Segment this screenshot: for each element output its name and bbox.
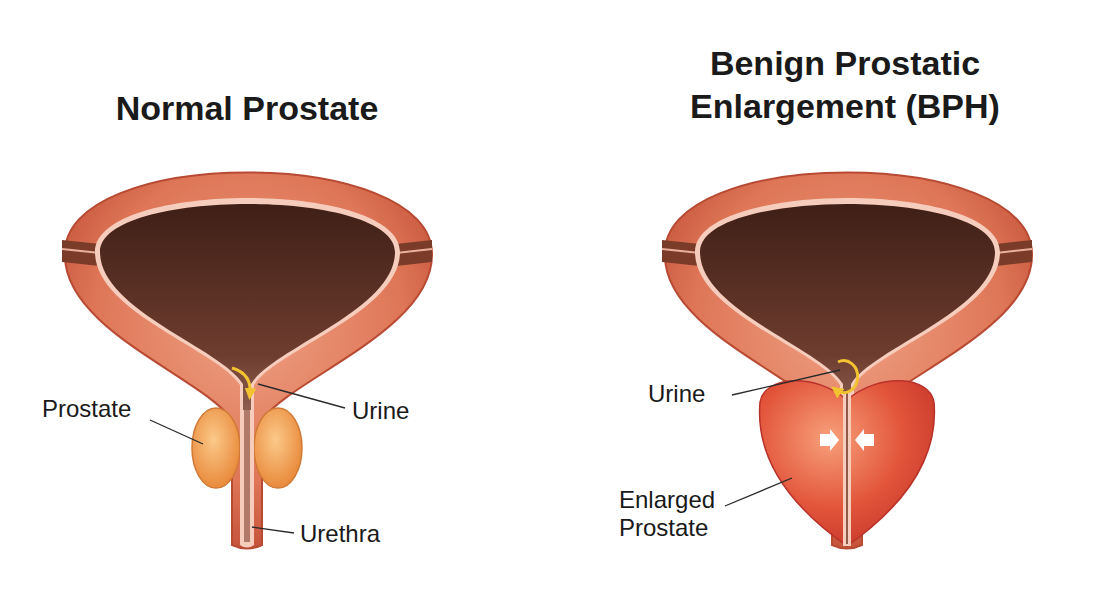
urine-flow-arrow [836, 361, 858, 393]
bph-illustration [662, 173, 1032, 549]
urethra-channel [244, 410, 250, 542]
urethra-channel [846, 392, 848, 544]
part-label: Urine [352, 397, 452, 425]
prostate-lobe [254, 408, 302, 488]
part-label: Prostate [42, 395, 172, 423]
urethra [843, 392, 851, 546]
urine-flow-arrow [232, 368, 250, 394]
enlarged-prostate [760, 381, 935, 546]
part-label: Urethra [300, 520, 420, 548]
prostate-lobe [192, 408, 240, 488]
leader-line [725, 478, 792, 506]
urethra [240, 410, 254, 548]
compression-arrow [855, 429, 874, 451]
leader-line [732, 370, 840, 395]
normal-illustration [62, 173, 432, 549]
heading: Benign Prostatic Enlargement (BPH) [640, 42, 1050, 127]
part-label: Urine [648, 380, 738, 408]
leader-line [258, 384, 345, 408]
leader-line [150, 420, 203, 444]
bladder [62, 173, 432, 549]
leader-line [252, 527, 294, 533]
bladder [662, 173, 1032, 549]
compression-arrow [820, 429, 839, 451]
heading: Normal Prostate [67, 88, 427, 129]
part-label: Enlarged Prostate [619, 486, 737, 541]
